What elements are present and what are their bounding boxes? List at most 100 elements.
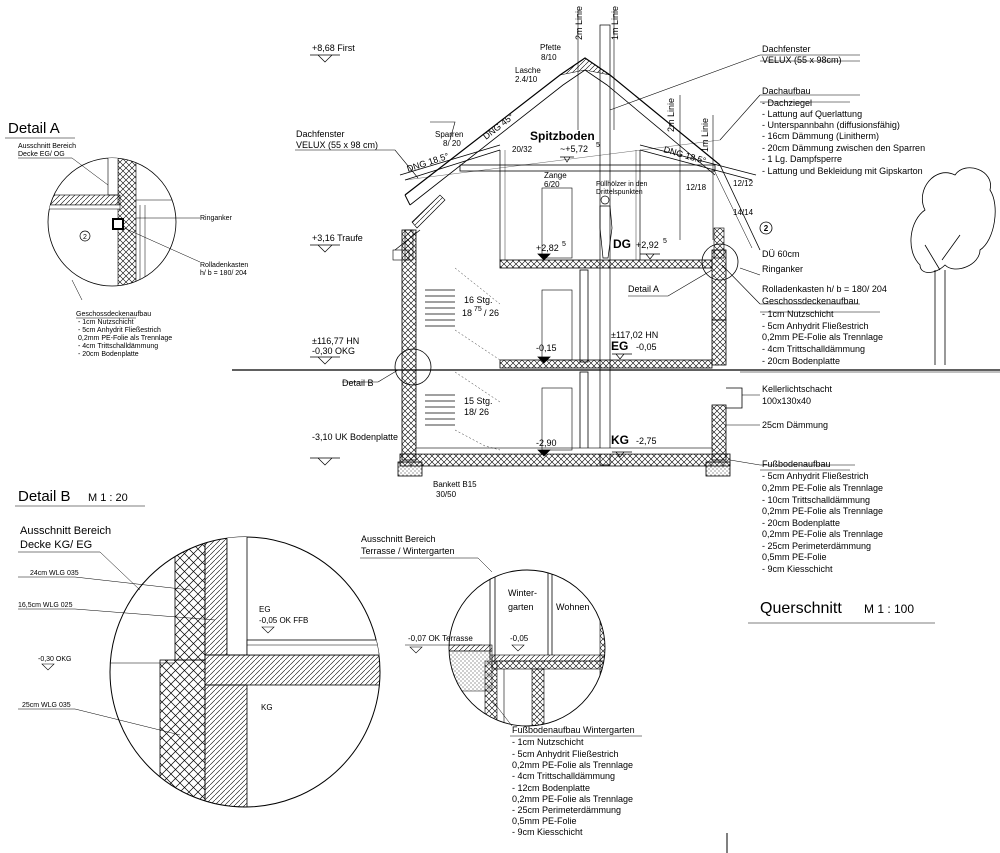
wintergarten-aufbau-6: - 25cm Perimeterdämmung — [512, 805, 621, 815]
bankett-dim: 30/50 — [436, 490, 457, 499]
terrasse-title: Ausschnitt Bereich — [361, 534, 436, 544]
daemmung-25: 25cm Dämmung — [762, 420, 828, 430]
dachaufbau-title: Dachaufbau — [762, 86, 811, 96]
fussboden-item-5: 0,2mm PE-Folie als Trennlage — [762, 529, 883, 539]
spitzboden-level-sup: 5 — [596, 142, 600, 149]
fussboden-item-7: 0,5mm PE-Folie — [762, 552, 827, 562]
detail-b-ausschnitt: Ausschnitt Bereich — [20, 525, 111, 537]
detail-a-rolladenkasten-dim: h/ b = 180/ 204 — [200, 270, 247, 277]
level-hn: ±116,77 HN — [312, 336, 359, 346]
main-title: Querschnitt — [760, 600, 842, 617]
dachaufbau-item-6: - Lattung und Bekleidung mit Gipskarton — [762, 166, 923, 176]
fussboden-item-2: - 10cm Trittschalldämmung — [762, 495, 870, 505]
fussboden-item-4: - 20cm Bodenplatte — [762, 518, 840, 528]
level-marks — [310, 54, 660, 466]
wohnen-label: Wohnen — [556, 602, 589, 612]
rolladenkasten-label: Rolladenkasten h/ b = 180/ 204 — [762, 284, 887, 294]
detail-a-rolladenkasten: Rolladenkasten — [200, 262, 248, 269]
dng185-left: DNG 18.5° — [406, 151, 451, 174]
detail-a-marker: 2 — [83, 234, 87, 241]
wintergarten-2: garten — [508, 602, 534, 612]
main-scale: M 1 : 100 — [864, 602, 914, 616]
line-2m-right: 2m Linie — [666, 98, 676, 132]
detail-a-ringanker: Ringanker — [200, 215, 233, 222]
dachaufbau-item-4: - 20cm Dämmung zwischen den Sparren — [762, 143, 925, 153]
level-uk: -3,10 UK Bodenplatte — [312, 432, 398, 442]
wintergarten-aufbau-4: - 12cm Bodenplatte — [512, 783, 590, 793]
detail-b-circle — [394, 348, 432, 386]
right-wall-kg — [711, 404, 727, 461]
person-figure — [599, 195, 613, 259]
door-dg — [541, 187, 573, 259]
detail-a-callout: Detail A — [628, 284, 659, 294]
right-wall-eg — [711, 319, 727, 366]
terrasse-level: -0,05 — [510, 634, 529, 643]
fuellhoelzer: Füllhölzer in den — [596, 181, 647, 188]
du-label: DÜ 60cm — [762, 249, 800, 259]
slab-dg — [499, 259, 713, 269]
detail-b-ausschnitt2: Decke KG/ EG — [20, 539, 92, 551]
slab-eg — [499, 359, 713, 369]
leader-lines — [295, 54, 860, 466]
detail-b-wlg2: 16,5cm WLG 025 — [18, 602, 73, 609]
detail-a-aufbau-2: 0,2mm PE-Folie als Trennlage — [78, 335, 172, 342]
inner-wall-eg — [579, 269, 589, 363]
detail-b-eg: EG — [259, 605, 271, 614]
line-1m-top: 1m Linie — [610, 6, 620, 40]
dachaufbau-item-3: - 16cm Dämmung (Linitherm) — [762, 131, 879, 141]
detail-b-wlg3: 25cm WLG 035 — [22, 702, 71, 709]
detail-b-scale: M 1 : 20 — [88, 492, 128, 504]
stairs-upper-steps: 16 Stg. — [464, 295, 493, 305]
lasche-dim: 2.4/10 — [515, 75, 538, 84]
kg-label: KG — [611, 433, 629, 447]
dim-12-12: 12/12 — [733, 179, 754, 188]
detail-marker-num: 2 — [764, 224, 769, 233]
dachfenster-left-title: Dachfenster — [296, 129, 345, 139]
detail-b-wlg1: 24cm WLG 035 — [30, 570, 79, 577]
eg-level: -0,05 — [636, 342, 657, 352]
tree-icon — [910, 167, 996, 365]
dg-floor-level: +2,82 — [536, 243, 559, 253]
dachaufbau-item-0: - Dachziegel — [762, 98, 812, 108]
kg-floor-level: -2,90 — [536, 438, 557, 448]
dg-level: +2,92 — [636, 240, 659, 250]
kellerlichtschacht — [726, 387, 743, 409]
wintergarten-aufbau-title: Fußbodenaufbau Wintergarten — [512, 725, 635, 735]
dachfenster-right-title: Dachfenster — [762, 44, 811, 54]
detail-a-ausschnitt: Ausschnitt Bereich — [18, 143, 76, 150]
detail-a-aufbau-4: - 20cm Bodenplatte — [78, 351, 139, 358]
door-eg — [541, 289, 573, 361]
fussboden-item-8: - 9cm Kiesschicht — [762, 564, 833, 574]
bankett — [397, 461, 423, 477]
geschossdecke-item-4: - 20cm Bodenplatte — [762, 356, 840, 366]
geschossdecke-title: Geschossdeckenaufbau — [762, 296, 859, 306]
detail-b-title: Detail B — [18, 488, 71, 505]
ringanker-label: Ringanker — [762, 264, 803, 274]
dg-label: DG — [613, 237, 631, 251]
detail-a-title: Detail A — [8, 120, 60, 137]
terrasse-title2: Terrasse / Wintergarten — [361, 546, 455, 556]
fussboden-item-0: - 5cm Anhydrit Fließestrich — [762, 471, 869, 481]
left-wall — [401, 229, 417, 461]
bodenplatte — [399, 453, 731, 467]
detail-a: Detail A Ausschnitt Bereich Decke EG/ OG… — [5, 120, 248, 358]
spitzboden-level: ~+5,72 — [560, 144, 588, 154]
detail-a-aufbau-3: - 4cm Trittschalldämmung — [78, 343, 158, 350]
line-2m-top: 2m Linie — [574, 6, 584, 40]
level-first: +8,68 First — [312, 43, 355, 53]
detail-a-aufbau-title: Geschossdeckenaufbau — [76, 311, 151, 318]
kellerlicht-title: Kellerlichtschacht — [762, 384, 833, 394]
eg-hn: ±117,02 HN — [611, 330, 658, 340]
eg-label: EG — [611, 339, 628, 353]
dachaufbau-item-1: - Lattung auf Querlattung — [762, 109, 862, 119]
stairs-upper-rise-sup: 75 — [474, 306, 482, 313]
inner-wall-kg — [579, 371, 589, 455]
dg-level-sup: 5 — [663, 238, 667, 245]
detail-terrasse: Ausschnitt Bereich Terrasse / Wintergart… — [360, 534, 642, 837]
dachaufbau-item-5: - 1 Lg. Dampfsperre — [762, 154, 842, 164]
dachaufbau-item-2: - Unterspannbahn (diffusionsfähig) — [762, 120, 900, 130]
level-okg: -0,30 OKG — [312, 346, 355, 356]
detail-a-aufbau-1: - 5cm Anhydrit Fließestrich — [78, 327, 161, 334]
detail-b-callout: Detail B — [342, 378, 374, 388]
